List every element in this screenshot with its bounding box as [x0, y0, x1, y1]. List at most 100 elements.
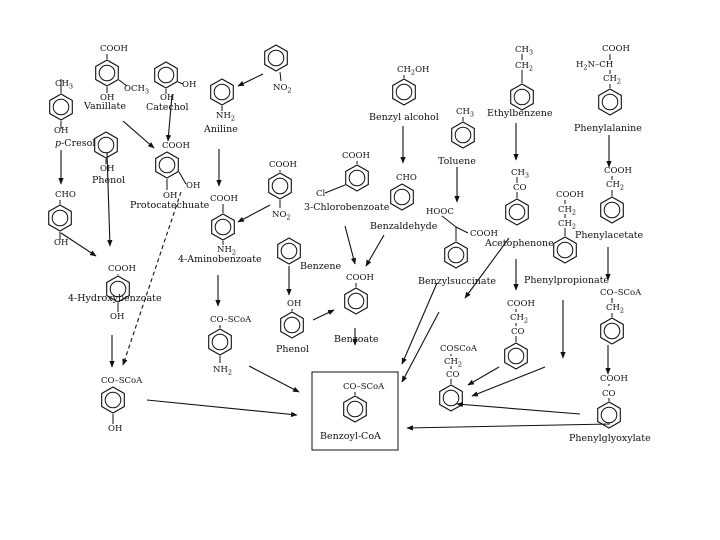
- substituent-label: CO: [513, 183, 527, 193]
- benzene-ring: [390, 183, 414, 211]
- compound-benzene: Benzene: [277, 237, 341, 272]
- benzene-ring: [600, 317, 624, 345]
- benzene-ring: [392, 78, 416, 106]
- compound-p-cresol: CH3​OHp-Cresol: [49, 79, 95, 149]
- compound-name: Benzaldehyde: [370, 221, 438, 232]
- aromatic-circle: [346, 400, 364, 418]
- compound-3-chlorobenzoate: COOH Cl 3-Chlorobenzoate: [304, 151, 390, 213]
- benzene-ring: [155, 151, 179, 179]
- compound-benzaldehyde: CHO Benzaldehyde: [370, 173, 438, 232]
- reaction-arrow: [106, 152, 113, 247]
- reaction-arrows: [58, 73, 612, 431]
- substituent-label: CH2​: [515, 61, 533, 73]
- benzene-ring: [95, 59, 119, 87]
- compound-name: Phenylpropionate: [524, 275, 609, 286]
- substituent-label: COOH: [604, 166, 632, 176]
- substituent-label: OH: [182, 80, 196, 90]
- substituent-label: COOH: [162, 141, 190, 151]
- benzene-ring: [49, 93, 73, 121]
- compound-name: Protocatechuate: [130, 200, 210, 211]
- substituent-label: OH: [108, 424, 122, 434]
- aromatic-circle: [447, 246, 465, 264]
- substituent-label: NH2​: [217, 245, 236, 257]
- benzene-ring: [344, 287, 368, 315]
- substituent-label: OH: [163, 191, 177, 201]
- benzene-ring: [280, 311, 304, 339]
- substituent-label: NO2​: [272, 210, 291, 222]
- compound-name: Benzyl alcohol: [369, 112, 439, 123]
- aromatic-circle: [395, 83, 413, 101]
- compound-name: Benzoyl-CoA: [320, 431, 381, 442]
- reaction-arrow: [248, 365, 300, 393]
- substituent-label: COSCoA: [440, 344, 478, 354]
- reaction-arrow: [146, 399, 298, 418]
- reaction-arrow: [467, 366, 500, 386]
- substituent-label: COOH: [342, 151, 370, 161]
- benzene-ring: [505, 198, 529, 226]
- benzene-ring: [444, 241, 468, 269]
- compound-name: 4-Aminobenzoate: [178, 254, 262, 265]
- substituent-label: CH2​: [444, 357, 462, 369]
- compound-name: Phenylglyoxylate: [569, 433, 651, 444]
- substituent-label: HOOC: [426, 207, 454, 217]
- compound-name: Vanillate: [83, 101, 126, 112]
- substituent-label: OCH3​: [124, 84, 149, 96]
- aromatic-circle: [283, 316, 301, 334]
- substituent-label: OH: [186, 181, 200, 191]
- aromatic-circle: [603, 201, 621, 219]
- compound-name: 3-Chlorobenzoate: [304, 202, 390, 213]
- benzene-ring: [268, 172, 292, 200]
- substituent-label: COOH: [210, 194, 238, 204]
- reaction-arrow: [122, 120, 155, 149]
- substituent-label: CH2​: [606, 180, 624, 192]
- aromatic-circle: [600, 406, 618, 424]
- benzene-ring: [106, 275, 130, 303]
- substituent-label: CHO: [396, 173, 417, 183]
- compound-name: Acetophenone: [484, 238, 554, 249]
- aromatic-circle: [97, 136, 115, 154]
- reaction-arrow: [60, 232, 97, 257]
- substituent-label: OH: [100, 164, 114, 174]
- substituent-label: CH3​: [515, 45, 533, 57]
- reaction-arrow: [237, 204, 271, 223]
- substituent-label: CO: [511, 327, 525, 337]
- compound-toluene: CH3​Toluene: [438, 107, 476, 167]
- compound-ethylbenzene: CH3​CH2​Ethylbenzene: [487, 45, 553, 119]
- substituent-label: COOH: [470, 229, 498, 239]
- benzene-ring: [101, 386, 125, 414]
- compound-name: Phenol: [276, 344, 309, 355]
- benzene-ring: [597, 401, 621, 429]
- substituent-label: COOH: [108, 264, 136, 274]
- substituent-label: CO: [602, 389, 616, 399]
- reaction-arrow: [456, 401, 581, 415]
- aromatic-circle: [52, 98, 70, 116]
- substituent-label: NH2​: [216, 111, 235, 123]
- bond-line: [324, 184, 346, 194]
- compound-name: Phenylacetate: [575, 230, 644, 241]
- substituent-label: OH: [160, 93, 174, 103]
- compound-name: Catechol: [146, 102, 189, 113]
- compound-name: 4-Hydroxybenzoate: [68, 293, 162, 304]
- benzene-ring: [439, 384, 463, 412]
- bond-line: [455, 226, 469, 234]
- substituent-label: Cl: [316, 189, 326, 199]
- substituent-label: CH2​: [510, 313, 528, 325]
- substituent-label: CH2​: [558, 205, 576, 217]
- aromatic-circle: [442, 389, 460, 407]
- bond-line: [178, 171, 187, 185]
- benzene-ring: [451, 121, 475, 149]
- compound-4-aminobenzoate: COOH NH2​4-Aminobenzoate: [178, 194, 262, 265]
- reaction-arrow: [464, 237, 510, 299]
- substituent-label: CH2​: [558, 219, 576, 231]
